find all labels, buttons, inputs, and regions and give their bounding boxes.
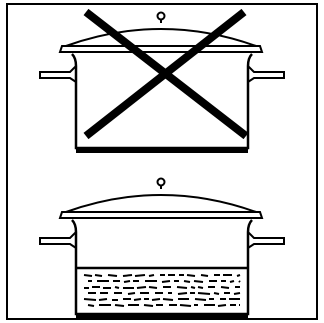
water-dash	[124, 281, 130, 282]
water-dash	[237, 275, 240, 276]
pot-base-bottom	[76, 313, 248, 318]
water-dash	[198, 293, 210, 294]
water-dash	[194, 281, 203, 282]
water-dash	[84, 299, 96, 300]
water-dash	[198, 287, 203, 288]
lid-rim-top	[60, 46, 262, 52]
water-dash	[108, 275, 117, 276]
water-dash	[115, 287, 119, 288]
water-dash	[135, 275, 145, 276]
water-dash	[84, 275, 92, 276]
water-dash	[234, 293, 240, 294]
water-dash	[152, 299, 160, 300]
lid-knob-top	[158, 13, 165, 20]
water-dash	[95, 275, 102, 276]
water-dash	[195, 299, 206, 300]
water-dash	[221, 287, 229, 288]
lid-knob-bottom	[158, 179, 165, 186]
water-dash	[137, 287, 146, 288]
water-dash	[88, 305, 94, 306]
water-dash	[214, 293, 219, 294]
water-dash	[178, 293, 187, 294]
water-dash	[201, 275, 208, 276]
water-dash	[162, 281, 170, 282]
water-dash	[115, 305, 124, 306]
water-dash	[191, 287, 195, 288]
water-dash	[230, 281, 234, 282]
water-dash	[134, 299, 141, 300]
water-dash	[128, 293, 135, 294]
water-dash	[184, 281, 190, 282]
water-dash	[149, 287, 157, 288]
water-dash	[99, 299, 107, 300]
water-dash	[177, 287, 187, 288]
water-dash	[123, 275, 132, 276]
water-dash	[187, 275, 195, 276]
water-dash	[144, 305, 153, 306]
pot-base-top	[76, 147, 248, 153]
water-dash	[149, 275, 154, 276]
water-dash	[180, 305, 191, 306]
water-dash	[163, 299, 173, 300]
water-dash	[218, 305, 226, 306]
water-dash	[239, 281, 240, 282]
lid-rim-bottom	[60, 212, 262, 218]
